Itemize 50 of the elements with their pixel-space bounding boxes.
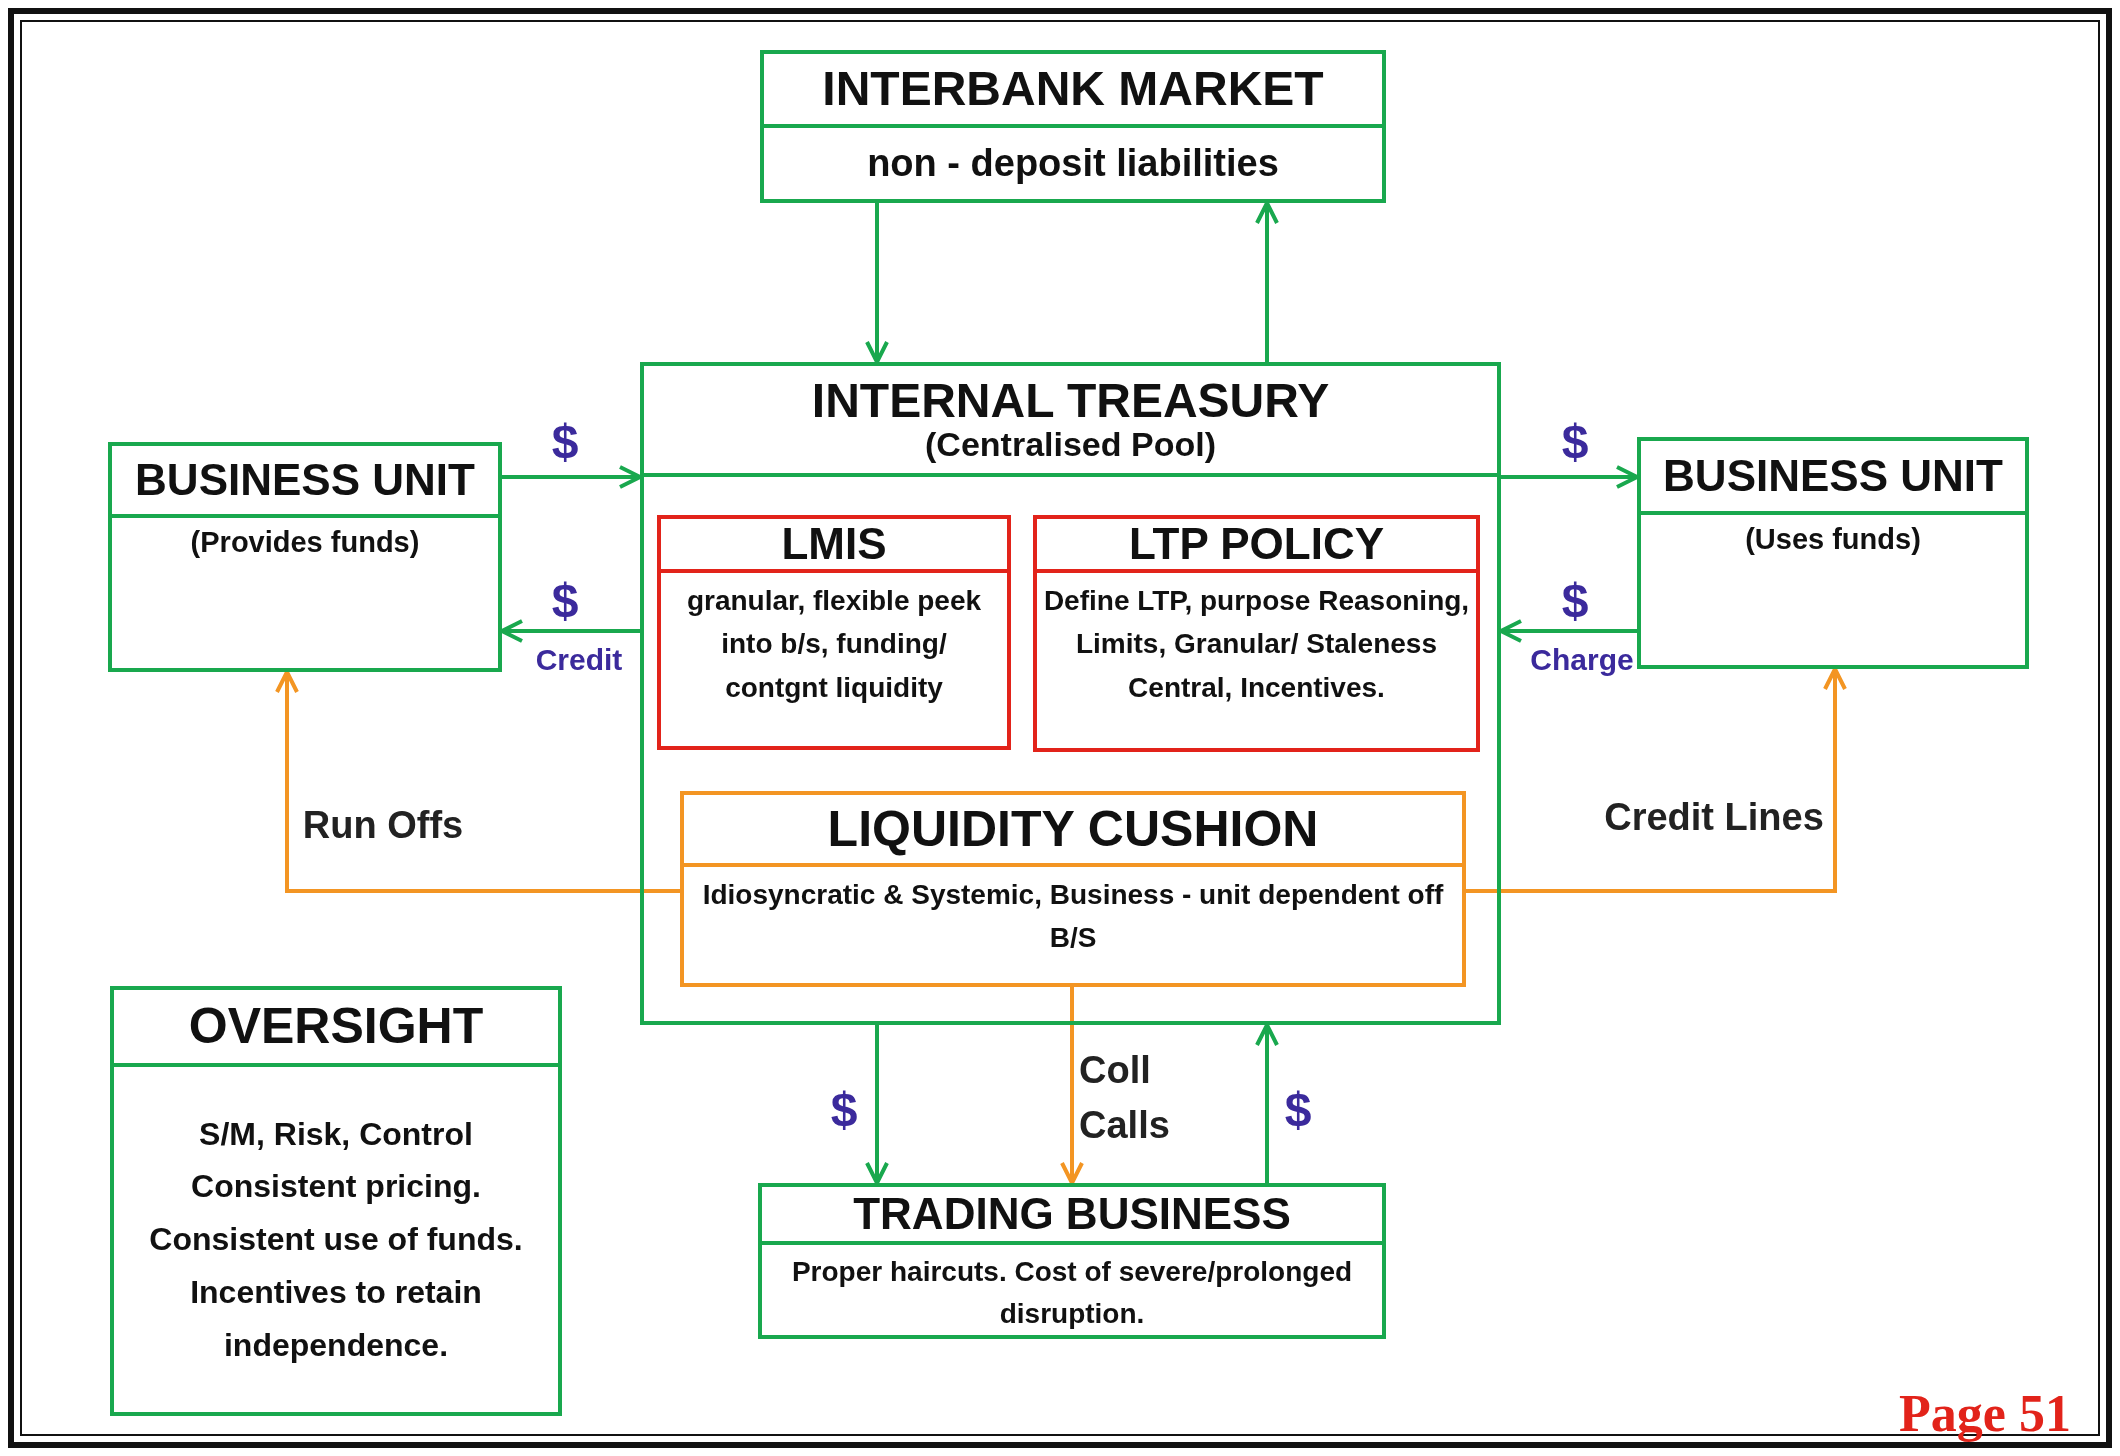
edge-label: Credit Lines: [1604, 795, 1824, 839]
box-heading: BUSINESS UNIT: [1663, 452, 2003, 500]
process-box: [108, 442, 502, 672]
arrow: [502, 465, 642, 489]
edge-label: $: [1561, 413, 1589, 469]
edge-label: $: [1561, 572, 1589, 628]
box-heading: INTERBANK MARKET: [822, 63, 1324, 115]
process-box: [680, 791, 1466, 987]
edge-label: $: [1284, 1081, 1312, 1137]
arrow: [275, 670, 680, 893]
process-box: [1637, 437, 2029, 669]
edge-label: $: [551, 572, 579, 628]
arrow: [1255, 1023, 1279, 1183]
arrow: [1060, 987, 1084, 1185]
arrow: [1499, 619, 1637, 643]
process-box: [758, 1183, 1386, 1339]
box-heading: OVERSIGHT: [188, 1000, 484, 1053]
box-text: (Uses funds): [1745, 522, 1921, 557]
arrow: [1501, 465, 1639, 489]
box-text: granular, flexible peek into b/s, funding/ contgnt liquidity: [685, 584, 983, 705]
box-text: Define LTP, purpose Reasoning, Limits, Granular/ Staleness Central, Incentives.: [1043, 584, 1470, 705]
box-heading: TRADING BUSINESS: [853, 1190, 1291, 1238]
box-text: Idiosyncratic & Systemic, Business - unit dependent off B/S: [701, 878, 1445, 956]
process-box: [110, 986, 562, 1416]
edge-label: $: [830, 1081, 858, 1137]
edge-label: Run Offs: [302, 803, 464, 847]
box-text: Proper haircuts. Cost of severe/prolonged disruption.: [790, 1255, 1354, 1331]
arrow: [865, 1025, 889, 1185]
box-text: non - deposit liabilities: [867, 140, 1279, 186]
process-box: [640, 362, 1501, 1025]
box-text: (Provides funds): [190, 525, 420, 560]
arrow: [500, 619, 640, 643]
arrow: [1255, 201, 1279, 362]
box-heading: BUSINESS UNIT: [135, 456, 475, 504]
page-number: Page 51: [1899, 1383, 2071, 1443]
box-heading: INTERNAL TREASURY: [811, 376, 1330, 427]
edge-label: Coll Calls: [1079, 1047, 1171, 1148]
box-heading: LIQUIDITY CUSHION: [827, 802, 1319, 856]
box-heading: LTP POLICY: [1128, 520, 1385, 568]
arrow: [1466, 667, 1847, 893]
process-box: [1033, 515, 1480, 752]
box-heading: LMIS: [781, 520, 887, 568]
process-box: [760, 50, 1386, 203]
edge-label: $: [551, 413, 579, 469]
side-note: Charge: [1530, 643, 1634, 677]
process-box: [657, 515, 1011, 750]
side-note: Credit: [535, 643, 623, 677]
box-text: S/M, Risk, Control Consistent pricing. Consistent use of funds. Incentives to retain independence.: [148, 1114, 524, 1365]
box-subheading: (Centralised Pool): [925, 426, 1216, 463]
arrow: [865, 203, 889, 364]
